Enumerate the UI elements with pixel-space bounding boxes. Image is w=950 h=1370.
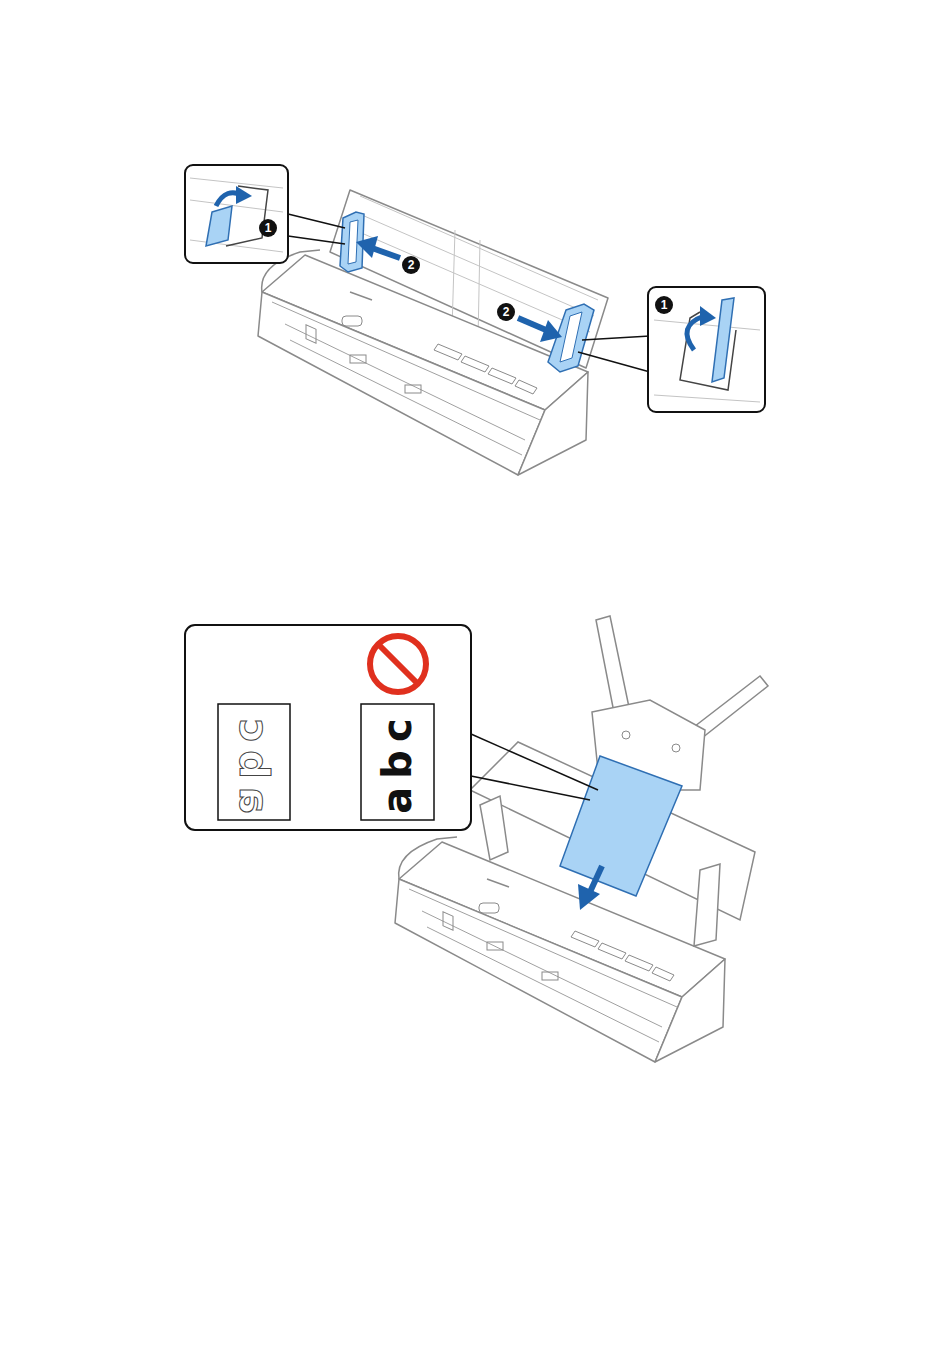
callout-number: 2 bbox=[402, 256, 420, 274]
slide-arrow bbox=[518, 318, 562, 342]
sample-text: abc bbox=[377, 710, 417, 813]
edge-guide bbox=[480, 796, 508, 860]
document bbox=[560, 756, 682, 896]
show-through-text: abc bbox=[234, 710, 274, 813]
detail-inset bbox=[185, 625, 598, 830]
detail-inset bbox=[578, 287, 765, 412]
callout-number: 1 bbox=[655, 296, 673, 314]
slide-arrow bbox=[356, 236, 400, 258]
feed-arrow bbox=[578, 866, 602, 910]
detail-inset bbox=[185, 165, 345, 263]
scanner-body bbox=[258, 250, 588, 475]
callout-number: 2 bbox=[497, 303, 515, 321]
edge-guide bbox=[694, 864, 720, 946]
scanner-body bbox=[395, 837, 725, 1062]
prohibition-symbol bbox=[370, 636, 426, 692]
edge-guide bbox=[560, 312, 582, 362]
callout-number: 1 bbox=[259, 219, 277, 237]
